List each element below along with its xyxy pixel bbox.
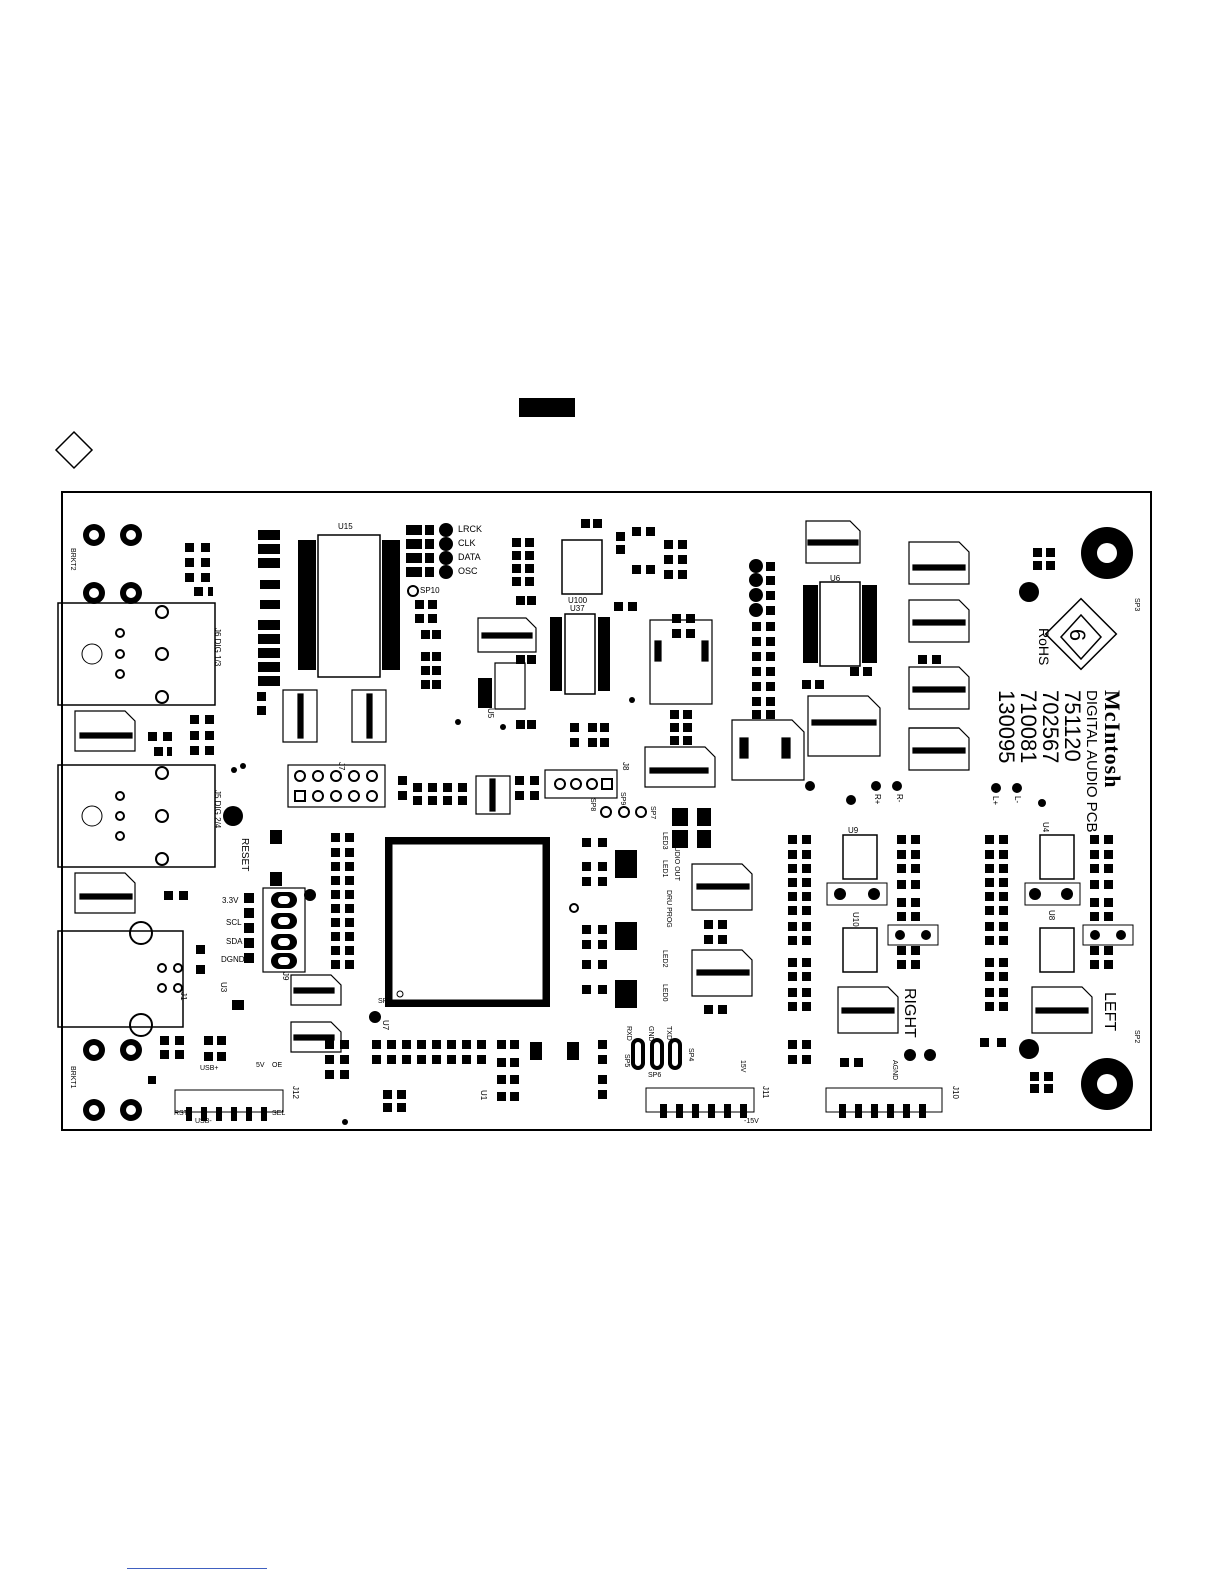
header-j8 [544, 769, 618, 799]
connector-j11: J11 [761, 1086, 770, 1099]
rohs-number: 6 [1065, 628, 1091, 642]
label-dgnd: DGND [221, 955, 245, 964]
jack-j5 [57, 764, 216, 868]
ic-label-u5: U5 [486, 708, 495, 719]
label-sel: SEL [272, 1110, 286, 1117]
ic-label-u8: U8 [1047, 910, 1056, 921]
signal-label-data: DATA [458, 552, 481, 562]
usb-jack-j1 [57, 921, 184, 1037]
label-led2: LED2 [661, 950, 668, 968]
label-dru-prog: DRU PROG [665, 890, 672, 928]
title-line-5: 130095 [994, 690, 1019, 764]
label-minus-15v: -15V [744, 1118, 759, 1125]
label-r-minus: R- [895, 794, 904, 803]
brand-logo: McIntosh [1100, 690, 1125, 789]
board-outline [61, 491, 1152, 1131]
title-line-4: 710081 [1016, 690, 1041, 764]
tp-label-sp5: SP5 [623, 1054, 630, 1068]
signal-label-lrck: LRCK [458, 524, 483, 534]
ic-label-u100: U100 [568, 596, 588, 605]
ic-u100-u37 [550, 539, 610, 695]
title-line-3: 702567 [1038, 690, 1063, 764]
ic-u15 [298, 534, 400, 678]
label-led0: LED0 [661, 984, 668, 1002]
signal-label-clk: CLK [458, 538, 476, 548]
label-txd: TXD [665, 1026, 672, 1040]
rohs-label: RoHS [1036, 628, 1052, 666]
tp-label-sp4: SP4 [687, 1048, 694, 1062]
title-line-2: 751120 [1060, 690, 1085, 762]
label-r-plus: R+ [873, 794, 882, 805]
electrolytic-caps [74, 520, 1093, 1053]
ic-label-u15: U15 [338, 522, 353, 531]
ic-label-u3: U3 [219, 982, 228, 993]
header-j7 [287, 764, 386, 808]
tp-label-sp8: SP8 [589, 798, 596, 812]
label-audio-out: AUDIO OUT [673, 842, 680, 881]
tp-label-sp7: SP7 [649, 806, 656, 820]
label-oe: OE [272, 1062, 283, 1069]
label-agnd: AGND [891, 1060, 898, 1081]
ic-label-u37: U37 [570, 604, 585, 613]
channel-label-left: LEFT [1101, 992, 1118, 1032]
label-reset: RESET [239, 838, 250, 872]
vias [231, 697, 1046, 1125]
label-scl: SCL [226, 918, 242, 927]
label-rst: RST [174, 1110, 188, 1117]
label-usb-minus: USB- [195, 1118, 212, 1125]
tp-label-sp1: SP1 [378, 998, 392, 1005]
label-l-plus: L+ [991, 796, 1000, 806]
rohs-badge [1044, 597, 1118, 671]
label-15v: 15V [739, 1060, 746, 1073]
tp-label-sp10: SP10 [420, 586, 440, 595]
tp-label-sp2: SP2 [1133, 1030, 1140, 1044]
bracket-pads [83, 524, 142, 1121]
connector-j6: J6 DIG 1/3 [213, 628, 222, 667]
label-brkt1: BRKT1 [69, 1066, 76, 1089]
jack-j6 [57, 602, 216, 706]
label-brkt2: BRKT2 [69, 548, 76, 571]
connector-j9: J9 [281, 972, 290, 981]
main-processor-qfp [385, 837, 550, 1007]
connector-j12: J12 [291, 1086, 300, 1099]
ic-label-u7: U7 [381, 1020, 390, 1031]
label-gnd: GND [647, 1026, 654, 1042]
ic-label-u6: U6 [830, 574, 841, 583]
label-rxd: RXD [625, 1026, 632, 1041]
mounting-holes [223, 527, 1133, 1110]
label-l-minus: L- [1013, 796, 1022, 804]
connector-j5: J5 DIG 2/4 [213, 790, 222, 829]
label-usb-plus: USB+ [200, 1065, 219, 1072]
ic-label-u1: U1 [479, 1090, 488, 1101]
ic-label-u4: U4 [1041, 822, 1050, 833]
smd-component-pads [148, 519, 1113, 1112]
bottom-connectors [174, 1049, 943, 1121]
board-title-block: McIntosh DIGITAL AUDIO PCB 751120 702567… [994, 690, 1125, 880]
registration-bar [519, 398, 575, 417]
label-led3: LED3 [661, 832, 668, 850]
connector-j10: J10 [951, 1086, 960, 1099]
ic-u6 [803, 581, 877, 667]
connector-j7: J7 [337, 762, 346, 771]
label-3v3: 3.3V [222, 896, 239, 905]
signal-label-osc: OSC [458, 566, 478, 576]
label-sda: SDA [226, 937, 243, 946]
footer-link[interactable] [127, 1552, 267, 1569]
test-points [407, 585, 682, 1070]
title-line-1: DIGITAL AUDIO PCB [1083, 690, 1100, 833]
tp-label-sp3: SP3 [1133, 598, 1140, 612]
registration-diamond [54, 430, 94, 470]
tp-label-sp6: SP6 [648, 1072, 662, 1079]
ic-label-u10: U10 [851, 912, 860, 927]
connector-j8: J8 [621, 762, 630, 771]
label-5v: 5V [256, 1062, 265, 1069]
ic-label-u9: U9 [848, 826, 859, 835]
tp-label-sp9: SP9 [619, 792, 626, 806]
label-led1: LED1 [661, 860, 668, 878]
connector-j1: J1 [179, 992, 188, 1001]
channel-label-right: RIGHT [901, 988, 918, 1038]
header-j9 [262, 887, 306, 973]
opamp-ics [826, 834, 1134, 973]
